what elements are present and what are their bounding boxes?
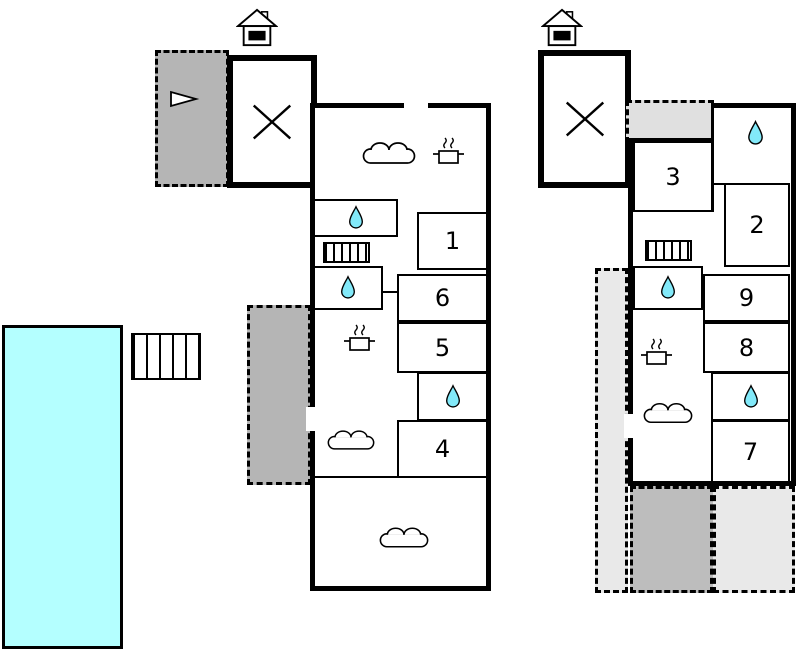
- room-1: 1: [417, 212, 488, 270]
- stairs-icon: [131, 333, 201, 380]
- room-7: 7: [711, 420, 790, 483]
- chimney-icon: [541, 8, 583, 48]
- sofa-icon: [327, 428, 375, 452]
- radiator-icon: [645, 240, 692, 261]
- room-1-label: 1: [444, 227, 461, 255]
- room-9: 9: [703, 274, 790, 322]
- cross-mark-icon: [562, 98, 608, 140]
- room-8-label: 8: [738, 333, 755, 362]
- cross-mark-icon: [249, 101, 295, 143]
- room-6: 6: [397, 274, 488, 322]
- entrance-hall-left: [227, 55, 317, 188]
- chimney-icon: [236, 8, 278, 48]
- room-2: 2: [724, 183, 790, 267]
- water-drop-icon: [746, 120, 765, 147]
- water-drop-icon: [347, 205, 365, 231]
- interior-wall: [313, 476, 399, 478]
- room-4-label: 4: [434, 435, 451, 463]
- entrance-hall-right: [538, 50, 631, 188]
- stove-pot-icon: [431, 136, 465, 168]
- door-gap: [624, 414, 633, 438]
- bathroom-right-2: [711, 372, 790, 421]
- water-drop-icon: [339, 275, 357, 301]
- carport-terrace: [155, 50, 229, 187]
- bathroom-right-1: [633, 266, 703, 310]
- water-drop-icon: [742, 384, 760, 410]
- wall-step: [381, 291, 399, 293]
- terrace-bottom-right: [713, 486, 795, 593]
- terrace-bottom-middle: [630, 486, 713, 593]
- terrace-left: [247, 305, 311, 485]
- door-triangle-icon: [168, 89, 200, 109]
- water-drop-icon: [659, 275, 677, 301]
- room-5: 5: [397, 322, 488, 373]
- room-3: 3: [633, 141, 713, 212]
- stove-pot-icon: [639, 337, 673, 369]
- balcony: [626, 100, 714, 143]
- exterior-wall: [628, 138, 714, 143]
- bathroom-left-2: [313, 266, 383, 310]
- room-3-label: 3: [665, 162, 681, 191]
- stove-pot-icon: [342, 323, 376, 355]
- window-gap: [404, 101, 428, 110]
- bathroom-left-1: [313, 199, 398, 237]
- sofa-icon: [379, 525, 429, 550]
- bathroom-left-3: [417, 372, 488, 421]
- room-4: 4: [397, 420, 488, 478]
- radiator-icon: [323, 242, 370, 263]
- water-drop-icon: [444, 384, 462, 410]
- sofa-icon: [362, 140, 416, 166]
- room-7-label: 7: [742, 437, 759, 466]
- room-2-label: 2: [749, 211, 765, 239]
- interior-wall: [711, 183, 726, 185]
- sofa-icon: [643, 400, 693, 426]
- room-9-label: 9: [738, 284, 755, 312]
- door-gap: [306, 407, 315, 431]
- terrace-right-side: [595, 268, 628, 593]
- room-6-label: 6: [434, 284, 451, 312]
- room-8: 8: [703, 322, 790, 373]
- room-5-label: 5: [434, 333, 451, 362]
- swimming-pool: [2, 325, 123, 649]
